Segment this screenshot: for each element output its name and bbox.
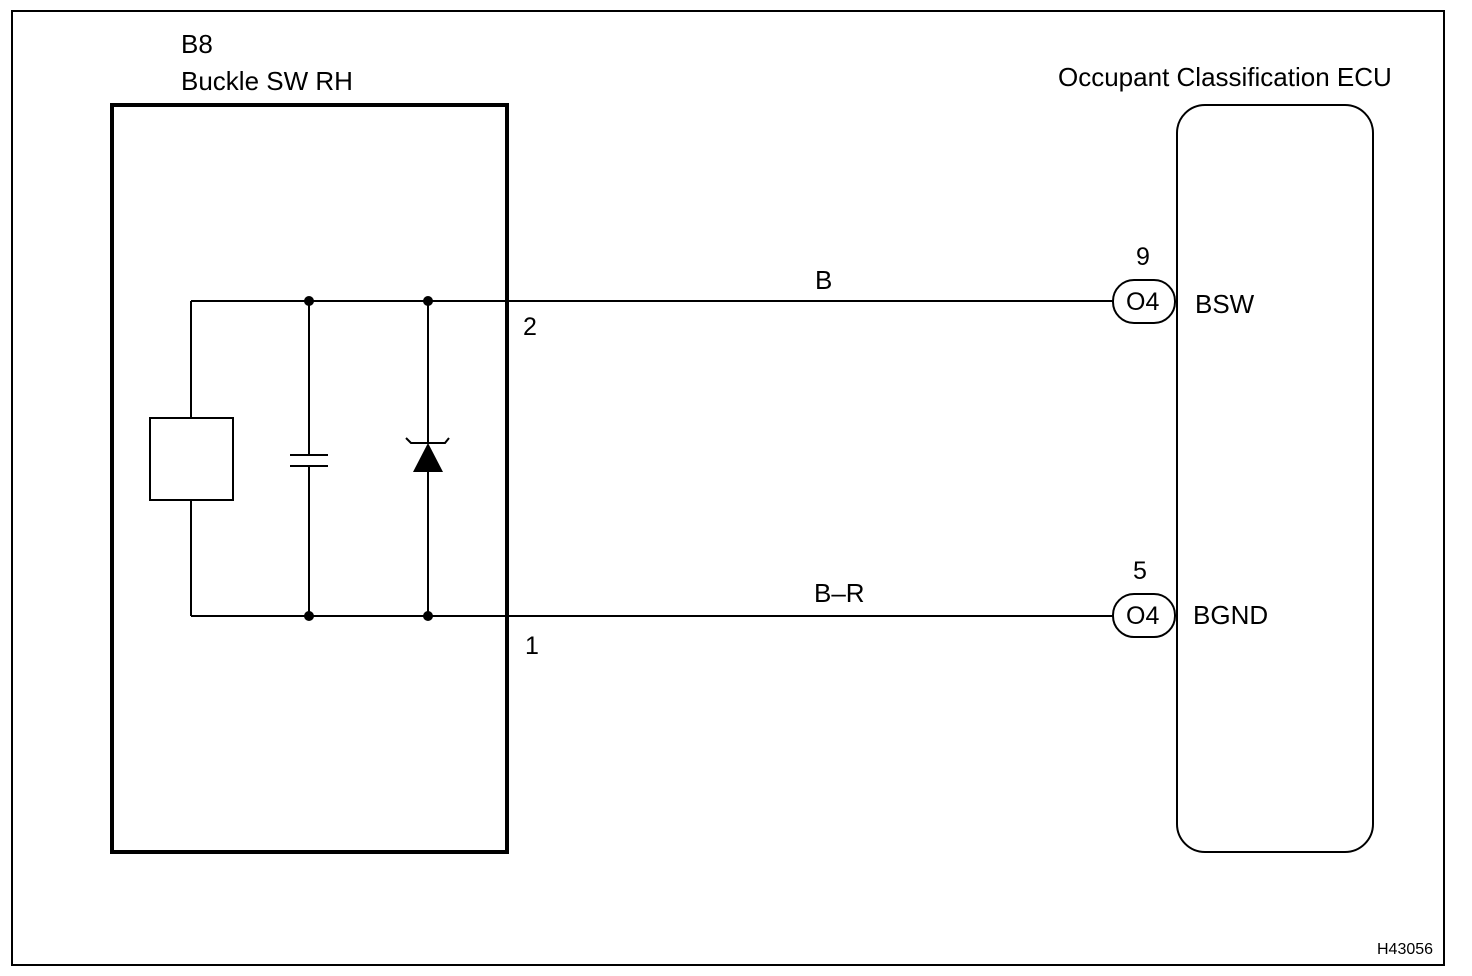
ecu-terminal-name: BGND	[1193, 600, 1268, 630]
ecu-connector: O4	[1112, 593, 1176, 638]
buckle-pin-bottom: 1	[525, 632, 539, 660]
junction-dot	[304, 611, 314, 621]
ecu-name: Occupant Classification ECU	[1058, 62, 1392, 92]
capacitor-symbol	[290, 301, 328, 616]
junction-dot	[423, 296, 433, 306]
ecu-pin-number: 9	[1136, 243, 1150, 271]
connector-code: O4	[1126, 602, 1159, 630]
ecu-box	[1176, 104, 1374, 853]
wire-color-label: B–R	[814, 578, 865, 608]
figure-code: H43056	[1377, 941, 1433, 958]
junction-dot	[423, 611, 433, 621]
connector-code: O4	[1126, 288, 1159, 316]
wire-color-label: B	[815, 265, 832, 295]
junction-dot	[304, 296, 314, 306]
component-code: B8	[181, 29, 213, 59]
diagram-frame	[11, 10, 1445, 966]
ecu-connector: O4	[1112, 279, 1176, 324]
sensor-element	[149, 417, 234, 501]
buckle-switch-box	[110, 103, 509, 854]
buckle-pin-top: 2	[523, 313, 537, 341]
buckle-switch-internal-circuit	[149, 296, 1114, 621]
ecu-pin-number: 5	[1133, 557, 1147, 585]
zener-diode-symbol	[405, 301, 450, 616]
component-name: Buckle SW RH	[181, 66, 353, 96]
ecu-terminal-name: BSW	[1195, 289, 1255, 319]
